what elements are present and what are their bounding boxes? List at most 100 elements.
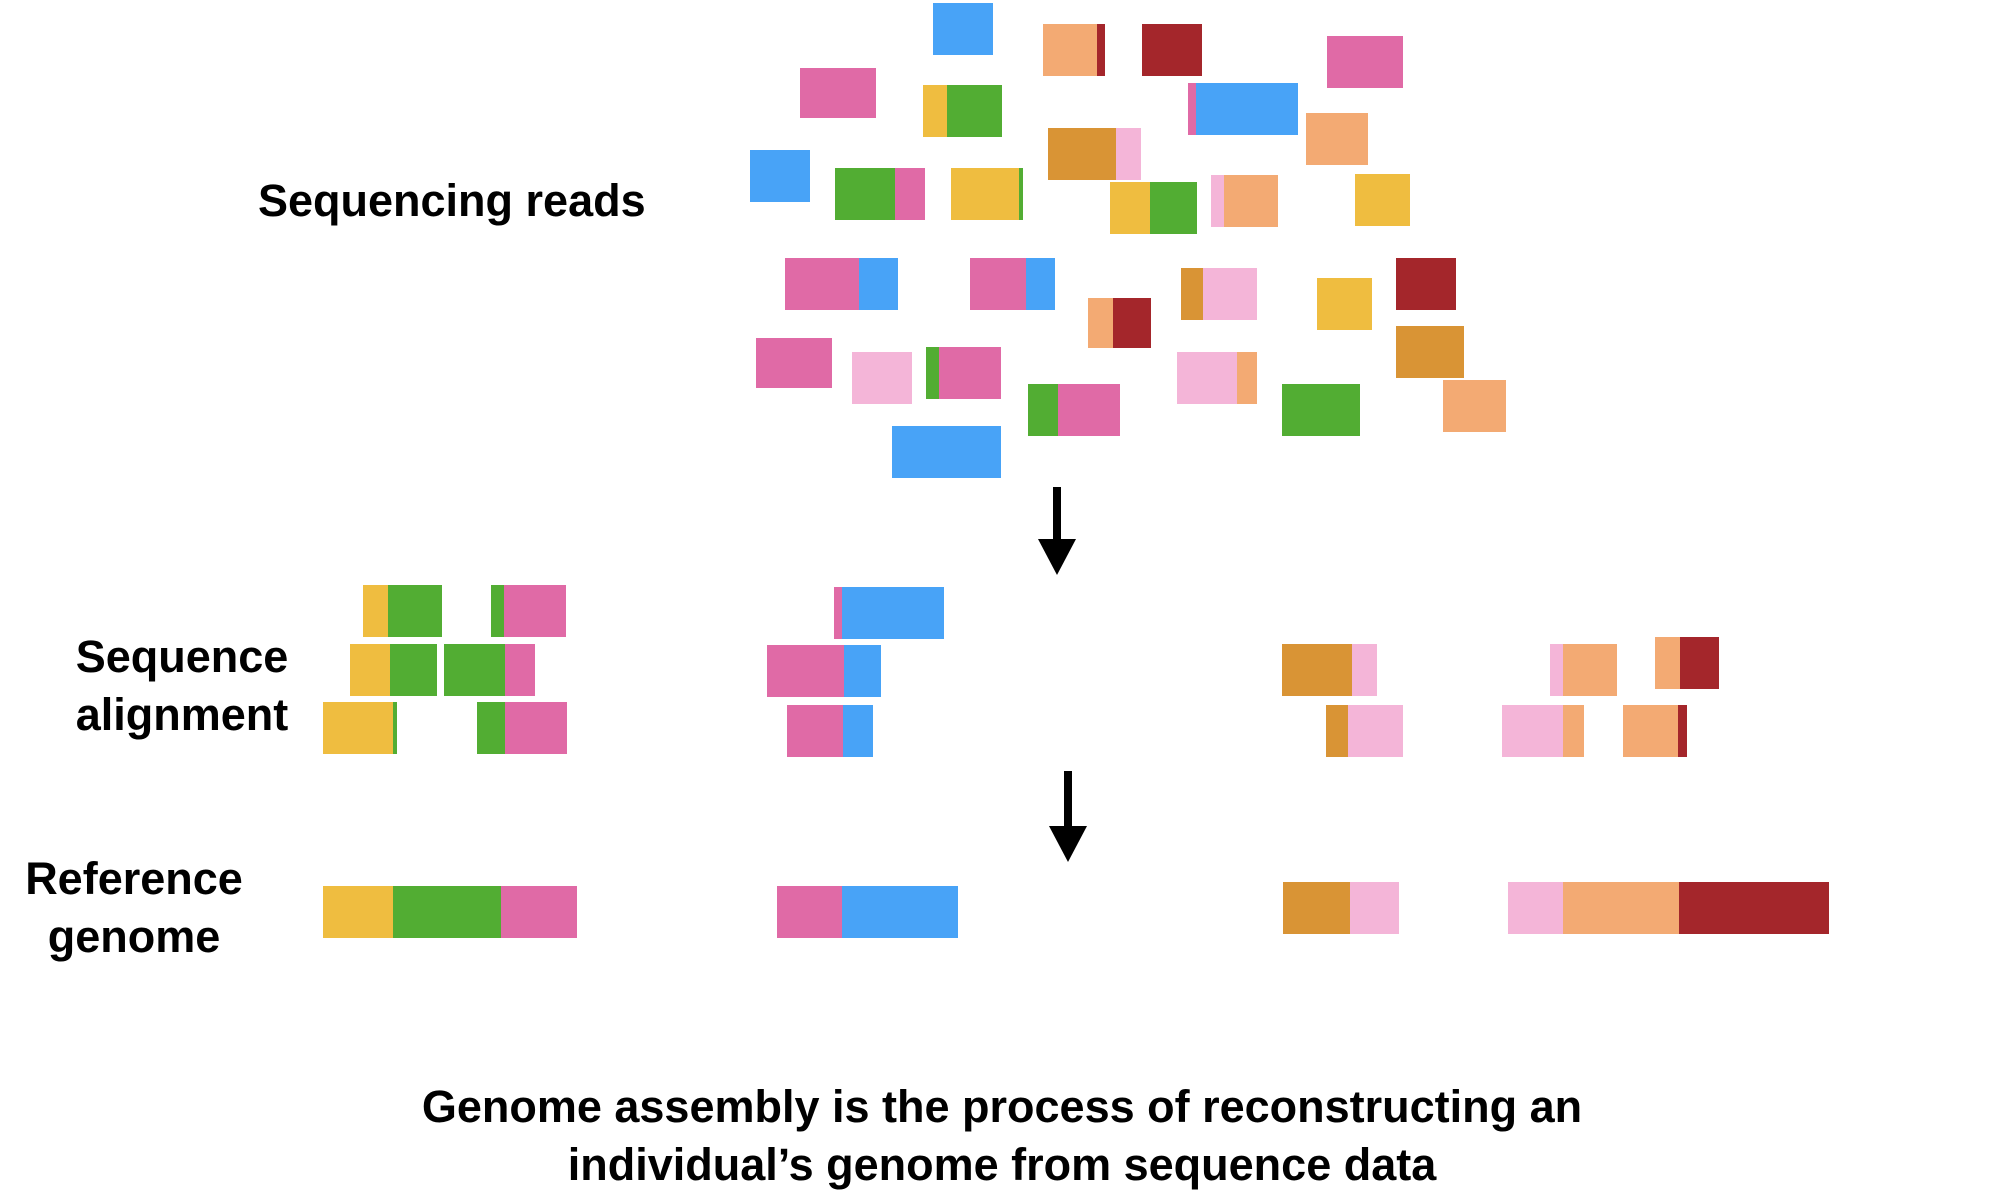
sequencing-read-26 [1028,384,1120,436]
sequencing-read-11-segment-magenta [895,168,925,220]
sequencing-read-17 [970,258,1055,310]
aligned-read-5-segment-green [393,702,397,754]
aligned-read-13-segment-dark-red [1680,637,1719,689]
reference-segment-1-segment-yellow [323,886,393,938]
aligned-read-2-segment-magenta [504,585,566,637]
sequencing-read-28-segment-orange [1396,326,1464,378]
aligned-read-10 [1282,644,1377,696]
reference-segment-3-segment-orange [1283,882,1350,934]
down-arrow-shaft-2 [1064,771,1072,828]
sequence-alignment-label-line2: alignment [75,689,289,740]
sequencing-read-23 [852,352,912,404]
aligned-read-8 [767,645,881,697]
sequencing-read-16-segment-magenta [785,258,859,310]
sequencing-read-12 [951,168,1023,220]
sequencing-read-27 [1282,384,1360,436]
sequencing-read-2 [1043,24,1105,76]
down-arrow-icon-2 [1049,771,1087,862]
aligned-read-10-segment-orange [1282,644,1352,696]
sequencing-read-19-segment-light-pink [1203,268,1257,320]
aligned-read-14 [1502,705,1584,757]
sequencing-read-6 [923,85,1002,137]
aligned-read-13-segment-salmon [1655,637,1680,689]
sequencing-read-14 [1211,175,1278,227]
aligned-read-9 [787,705,873,757]
aligned-read-7 [834,587,944,639]
sequencing-read-15 [1355,174,1410,226]
aligned-read-3-segment-green [390,644,437,696]
aligned-read-9-segment-blue [843,705,873,757]
sequencing-read-25 [1177,352,1257,404]
aligned-read-10-segment-light-pink [1352,644,1377,696]
reference-genome-label-line2: genome [47,911,221,962]
aligned-read-15 [1623,705,1687,757]
aligned-read-15-segment-salmon [1623,705,1678,757]
aligned-read-5 [323,702,397,754]
sequencing-read-20-segment-yellow [1317,278,1372,330]
sequencing-read-10-segment-blue [750,150,810,202]
sequencing-read-23-segment-light-pink [852,352,912,404]
caption-line1: Genome assembly is the process of recons… [421,1081,1583,1132]
reference-segment-4-segment-light-pink [1508,882,1563,934]
sequencing-read-13 [1110,182,1197,234]
sequencing-read-12-segment-yellow [951,168,1019,220]
sequencing-read-3-segment-dark-red [1142,24,1202,76]
sequencing-read-18-segment-dark-red [1113,298,1151,348]
sequencing-read-3 [1142,24,1202,76]
aligned-read-8-segment-magenta [767,645,844,697]
sequencing-read-11-segment-green [835,168,895,220]
sequencing-read-9-segment-orange [1048,128,1116,180]
sequencing-read-30 [892,426,1001,478]
sequencing-read-4-segment-magenta [1327,36,1403,88]
sequencing-read-17-segment-magenta [970,258,1026,310]
sequencing-read-6-segment-yellow [923,85,947,137]
aligned-read-15-segment-dark-red [1678,705,1687,757]
aligned-read-2-segment-green [491,585,504,637]
reference-segment-3-segment-light-pink [1350,882,1399,934]
sequencing-read-26-segment-magenta [1058,384,1120,436]
reference-segment-4-segment-dark-red [1679,882,1829,934]
sequencing-read-27-segment-green [1282,384,1360,436]
sequencing-read-14-segment-salmon [1224,175,1278,227]
sequencing-read-6-segment-green [947,85,1002,137]
sequencing-read-30-segment-blue [892,426,1001,478]
aligned-read-4-segment-green [444,644,505,696]
sequencing-read-5-segment-magenta [800,68,876,118]
aligned-read-7-segment-blue [842,587,944,639]
down-arrow-head-2 [1049,826,1087,862]
reference-genome-group [323,882,1829,938]
aligned-read-3-segment-yellow [350,644,390,696]
arrows-group [1038,487,1087,862]
sequencing-read-29-segment-salmon [1443,380,1506,432]
sequence-alignment-label-line1: Sequence [75,631,289,682]
reference-genome-label-line1: Reference [25,853,243,904]
caption-line2: individual’s genome from sequence data [567,1139,1437,1190]
sequencing-read-26-segment-green [1028,384,1058,436]
sequencing-read-19 [1181,268,1257,320]
sequencing-read-21-segment-dark-red [1396,258,1456,310]
sequencing-read-11 [835,168,925,220]
sequence-alignment-label: Sequence alignment [62,628,302,744]
sequencing-read-25-segment-salmon [1237,352,1257,404]
aligned-read-14-segment-light-pink [1502,705,1563,757]
sequencing-read-9 [1048,128,1141,180]
sequencing-read-24 [926,347,1001,399]
reference-segment-4-segment-salmon [1563,882,1679,934]
aligned-read-1 [363,585,442,637]
sequencing-read-7-segment-magenta [1188,83,1196,135]
aligned-read-1-segment-yellow [363,585,388,637]
aligned-read-4 [444,644,535,696]
aligned-read-4-segment-magenta [505,644,535,696]
aligned-read-14-segment-salmon [1563,705,1584,757]
sequencing-read-16-segment-blue [859,258,898,310]
sequencing-read-18 [1088,298,1151,348]
sequence-alignment-group [323,585,1719,757]
down-arrow-icon-1 [1038,487,1076,575]
sequencing-read-10 [750,150,810,202]
sequencing-read-8 [1306,113,1368,165]
sequencing-read-2-segment-dark-red [1097,24,1105,76]
reference-segment-1 [323,886,577,938]
sequencing-read-14-segment-light-pink [1211,175,1224,227]
down-arrow-shaft-1 [1053,487,1061,541]
sequencing-read-16 [785,258,898,310]
